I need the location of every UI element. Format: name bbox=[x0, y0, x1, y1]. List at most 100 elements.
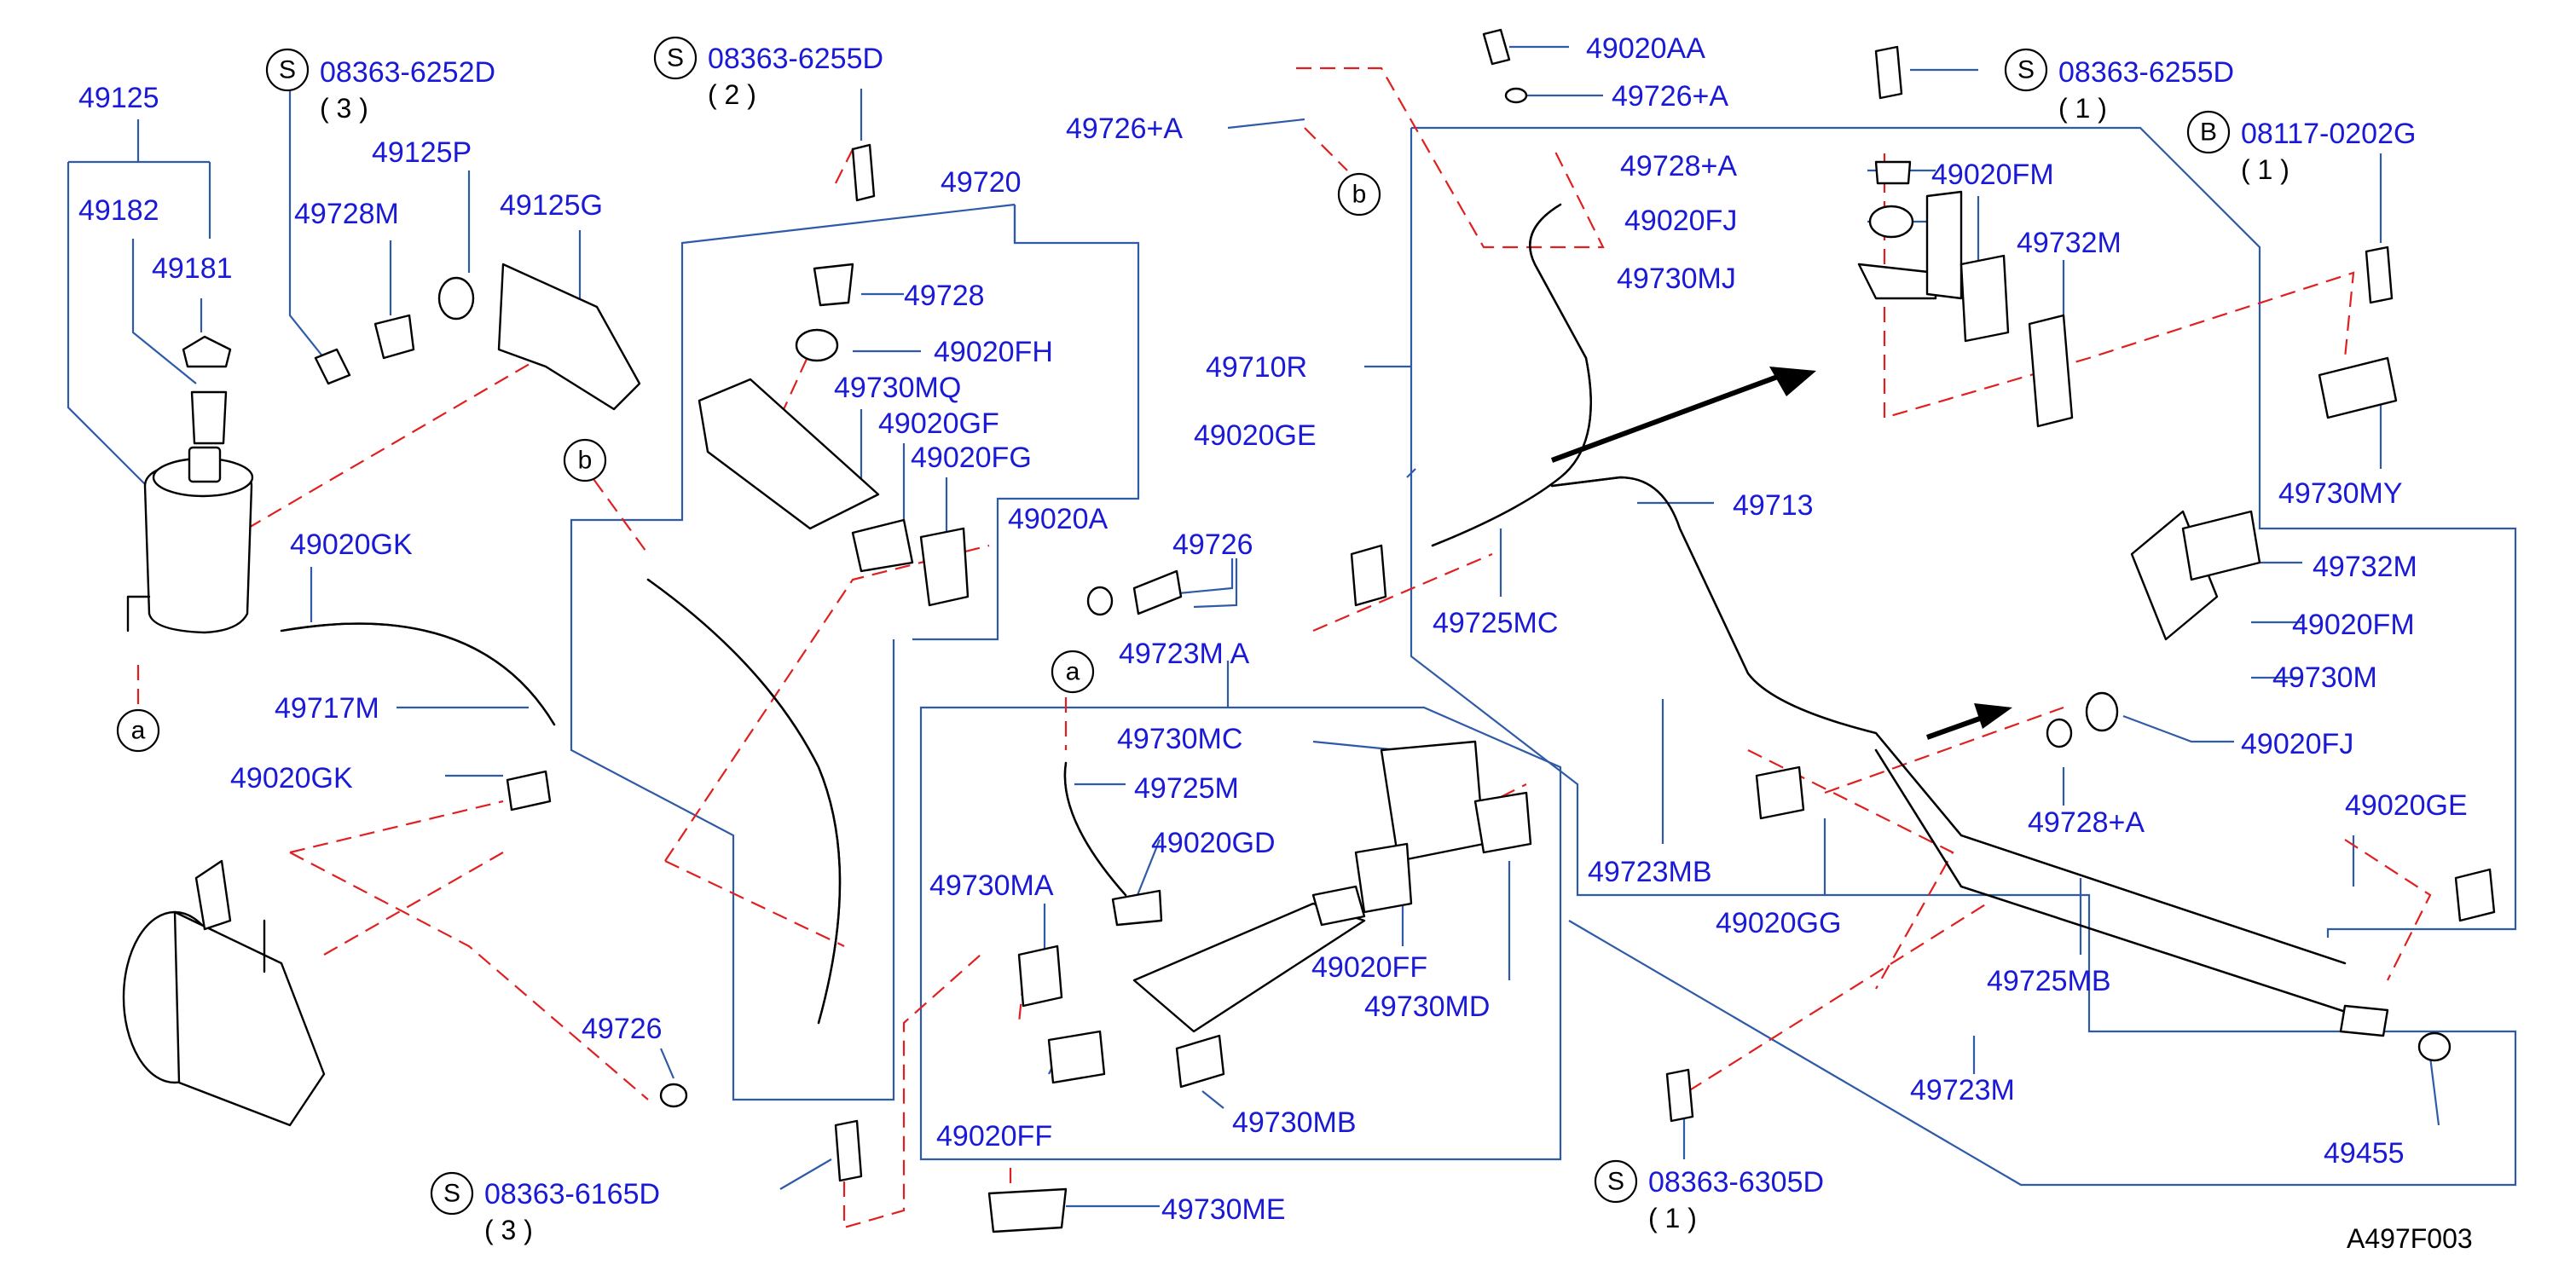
pressure-hose bbox=[646, 578, 842, 1025]
part-label: 49730MC bbox=[1117, 723, 1242, 755]
fastener-qty-b1: ( 1 ) bbox=[2241, 154, 2289, 185]
part-labels: 49125 49182 49181 49728M 49125P 49125G 4… bbox=[78, 32, 2468, 1226]
part-label: 49713 bbox=[1733, 489, 1814, 522]
bushing-part bbox=[373, 314, 415, 360]
part-label: 49730ME bbox=[1161, 1193, 1286, 1226]
reservoir-tank bbox=[126, 446, 254, 634]
part-label: 49181 bbox=[152, 252, 233, 285]
fastener-mark-s4: S bbox=[443, 1180, 460, 1208]
pipe-49710R bbox=[1431, 203, 1592, 547]
part-label: 49020FH bbox=[934, 336, 1053, 368]
fastener-callouts: S 08363-6252D ( 3 ) S 08363-6255D ( 2 ) … bbox=[265, 36, 2416, 1245]
fastener-mark-s2: S bbox=[667, 44, 684, 72]
parts bbox=[122, 28, 2496, 1233]
fastener-mark-s5: S bbox=[1607, 1168, 1624, 1196]
grommet-part bbox=[437, 276, 475, 321]
part-label: 49720 bbox=[941, 166, 1022, 199]
connector-b-top: b bbox=[1352, 181, 1367, 209]
fastener-qty-s1: ( 3 ) bbox=[320, 93, 368, 124]
part-label: 49728M bbox=[294, 198, 399, 230]
filter-part bbox=[190, 390, 228, 445]
part-label: 49730MQ bbox=[834, 372, 961, 404]
fastener-qty-s5: ( 1 ) bbox=[1648, 1203, 1697, 1233]
part-label: 49730MJ bbox=[1617, 263, 1736, 295]
part-label: 49020GD bbox=[1151, 827, 1276, 859]
pipe-49723M bbox=[1874, 748, 2355, 1016]
bolt-part bbox=[314, 348, 351, 385]
part-label: 49717M bbox=[275, 692, 379, 725]
connectors: a a b b bbox=[116, 172, 1381, 753]
connector-circle-a-center bbox=[1051, 650, 1095, 694]
part-label: 49726+A bbox=[1066, 113, 1183, 145]
connector-a-center: a bbox=[1066, 658, 1080, 686]
bracket-part bbox=[497, 263, 641, 411]
fastener-mark-s1: S bbox=[279, 56, 296, 84]
part-label: 49020GE bbox=[2345, 789, 2468, 822]
connector-circle-a-left bbox=[116, 708, 160, 753]
part-label: 49726 bbox=[582, 1013, 663, 1045]
pump-assembly bbox=[122, 859, 326, 1127]
part-label: 49730MB bbox=[1232, 1106, 1357, 1139]
part-label: 49020A bbox=[1008, 503, 1109, 535]
part-label: 49725MC bbox=[1433, 607, 1558, 639]
part-label: 49726 bbox=[1172, 529, 1253, 561]
part-label: 49020FJ bbox=[1624, 205, 1737, 237]
part-label: 49723M bbox=[1910, 1074, 2015, 1106]
part-label: 49730MY bbox=[2278, 477, 2403, 510]
direction-arrow-2 bbox=[1925, 713, 1988, 740]
part-label: 49732M bbox=[2313, 551, 2417, 583]
part-label: 49020GE bbox=[1194, 419, 1317, 452]
part-label: 49728+A bbox=[1620, 150, 1737, 182]
part-label: 49020FF bbox=[1311, 951, 1427, 984]
fastener-code-b1: 08117-0202G bbox=[2241, 118, 2416, 150]
fastener-qty-s2: ( 2 ) bbox=[708, 79, 756, 110]
part-label: 49728 bbox=[904, 280, 985, 312]
part-label: 49020FM bbox=[1931, 159, 2054, 191]
fastener-mark-b1: B bbox=[2200, 118, 2217, 147]
connector-b-left: b bbox=[578, 447, 593, 475]
clamp-part bbox=[506, 770, 552, 812]
fastener-code-s4: 08363-6165D bbox=[484, 1178, 660, 1210]
part-label: 49125P bbox=[372, 136, 472, 169]
cap-part bbox=[182, 335, 232, 368]
part-label: 49730M bbox=[2272, 661, 2377, 694]
part-label: 49125G bbox=[500, 189, 603, 222]
part-label: 49723MB bbox=[1588, 856, 1712, 888]
part-label: 49020FG bbox=[911, 442, 1032, 474]
part-label: 49730MD bbox=[1364, 991, 1490, 1023]
part-label: 49725M bbox=[1134, 772, 1239, 805]
fastener-code-s3: 08363-6255D bbox=[2058, 56, 2234, 89]
part-label: 49125 bbox=[78, 82, 159, 114]
part-label: 49020GG bbox=[1716, 907, 1841, 939]
collar-part bbox=[813, 263, 854, 307]
connector-circle-b-top bbox=[1337, 172, 1381, 217]
fastener-code-s5: 08363-6305D bbox=[1648, 1166, 1824, 1199]
fastener-code-s1: 08363-6252D bbox=[320, 56, 495, 89]
part-label: 49726+A bbox=[1612, 80, 1728, 113]
part-label: 49732M bbox=[2017, 227, 2122, 259]
part-label: 49728+A bbox=[2028, 806, 2145, 839]
fastener-qty-s3: ( 1 ) bbox=[2058, 93, 2107, 124]
part-label: 49020GK bbox=[230, 762, 353, 794]
connector-a-left: a bbox=[131, 717, 146, 745]
part-label: 49020GK bbox=[290, 529, 413, 561]
diagram-reference-code: A497F003 bbox=[2347, 1223, 2473, 1254]
fastener-mark-s3: S bbox=[2017, 56, 2035, 84]
part-label: 49710R bbox=[1206, 351, 1307, 384]
part-label: 49455 bbox=[2324, 1137, 2405, 1170]
bellows-part bbox=[1132, 902, 1366, 1033]
fastener-code-s2: 08363-6255D bbox=[708, 43, 883, 75]
direction-arrow-1 bbox=[1550, 373, 1784, 463]
part-label: 49723M A bbox=[1119, 638, 1249, 670]
part-label: 49020FM bbox=[2292, 609, 2415, 641]
part-label: 49730MA bbox=[929, 869, 1054, 902]
leader-lines bbox=[67, 45, 2517, 1208]
fastener-qty-s4: ( 3 ) bbox=[484, 1215, 533, 1245]
part-label: 49020AA bbox=[1586, 32, 1705, 65]
part-label: 49020FJ bbox=[2241, 728, 2353, 760]
part-label: 49020FF bbox=[936, 1120, 1052, 1152]
part-label: 49182 bbox=[78, 194, 159, 227]
part-label: 49725MB bbox=[1987, 965, 2111, 997]
connector-circle-b-left bbox=[563, 438, 607, 482]
